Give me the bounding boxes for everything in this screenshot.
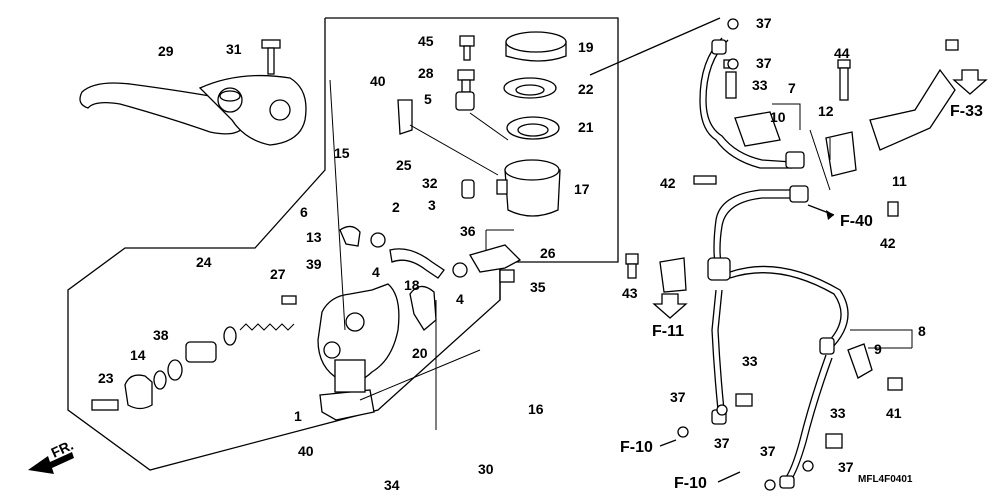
callout-42a: 42	[660, 175, 676, 191]
callout-37d: 37	[714, 435, 730, 451]
callout-7: 7	[788, 80, 796, 96]
callout-10: 10	[770, 109, 786, 125]
reservoir-tank	[496, 159, 561, 217]
callout-38: 38	[153, 327, 169, 343]
callout-40b: 40	[298, 443, 314, 459]
piston-assembly	[91, 295, 297, 411]
hose-joints	[707, 39, 835, 489]
ref-f33: F-33	[950, 103, 983, 120]
brake-hoses	[699, 37, 849, 483]
diaphragm	[506, 116, 560, 140]
callout-26: 26	[540, 245, 556, 261]
callout-37c: 37	[670, 389, 686, 405]
reservoir-cap	[505, 31, 567, 62]
callout-33b: 33	[742, 353, 758, 369]
ref-f11: F-11	[652, 323, 684, 340]
callout-44: 44	[834, 45, 850, 61]
callout-6: 6	[300, 204, 308, 220]
lever-pivot-bolt	[261, 39, 281, 75]
callout-40a: 40	[370, 73, 386, 89]
callout-37b: 37	[756, 55, 772, 71]
ref-arrow-f40	[807, 204, 835, 220]
callout-39: 39	[306, 256, 322, 272]
callout-3: 3	[428, 197, 436, 213]
callout-37e: 37	[760, 443, 776, 459]
callout-12: 12	[818, 103, 834, 119]
reservoir-stay	[397, 99, 522, 283]
callout-32: 32	[422, 175, 438, 191]
leader-lines-center	[329, 79, 514, 430]
callout-35: 35	[530, 279, 546, 295]
callout-34: 34	[384, 477, 400, 493]
callout-30: 30	[478, 461, 494, 477]
callout-29: 29	[158, 43, 174, 59]
front-arrow	[28, 452, 74, 474]
group-brackets	[772, 103, 913, 349]
callout-19: 19	[578, 39, 594, 55]
ref-arrow-f33	[952, 69, 988, 95]
callout-33c: 33	[830, 405, 846, 421]
callout-45: 45	[418, 33, 434, 49]
reservoir-bolt	[455, 35, 475, 111]
brake-lever	[79, 74, 307, 146]
ref-arrow-f10b	[717, 471, 741, 483]
ref-arrow-f10a	[659, 439, 677, 447]
assembly-outline	[67, 17, 721, 471]
callout-41: 41	[886, 405, 902, 421]
callout-36: 36	[460, 223, 476, 239]
callout-20: 20	[412, 345, 428, 361]
callout-42b: 42	[880, 235, 896, 251]
callout-28: 28	[418, 65, 434, 81]
callout-22: 22	[578, 81, 594, 97]
diaphragm-plate	[503, 77, 557, 99]
hose-and-clips	[339, 225, 468, 331]
callout-13: 13	[306, 229, 322, 245]
callout-9: 9	[874, 341, 882, 357]
brackets-right	[659, 68, 956, 379]
master-cylinder-body	[317, 283, 400, 421]
callout-18: 18	[404, 277, 420, 293]
callout-27: 27	[270, 266, 286, 282]
callout-25: 25	[396, 157, 412, 173]
diagram-code: MFL4F0401	[858, 474, 913, 485]
ref-f10a: F-10	[620, 439, 653, 456]
callout-15: 15	[334, 145, 350, 161]
callout-24: 24	[196, 254, 212, 270]
callout-21: 21	[578, 119, 594, 135]
ref-f40: F-40	[840, 213, 873, 230]
callout-2: 2	[392, 199, 400, 215]
bolts-and-washers-right	[625, 18, 959, 491]
ref-arrow-f11	[652, 293, 688, 319]
ref-f10b: F-10	[674, 475, 707, 492]
callout-31: 31	[226, 41, 242, 57]
callout-17: 17	[574, 181, 590, 197]
callout-1: 1	[294, 408, 302, 424]
callout-11: 11	[892, 173, 907, 189]
callout-16: 16	[528, 401, 544, 417]
callout-5: 5	[424, 91, 432, 107]
callout-37f: 37	[838, 459, 854, 475]
callout-37a: 37	[756, 15, 772, 31]
callout-labels: 29 31 45 19 28 22 40 5 21 15 25 32 17 6 …	[98, 15, 926, 493]
callout-43: 43	[622, 285, 638, 301]
callout-23: 23	[98, 370, 114, 386]
callout-8: 8	[918, 323, 926, 339]
callout-33a: 33	[752, 77, 768, 93]
callout-4a: 4	[372, 264, 380, 280]
ref-labels: F-33 F-40 F-11 F-10 F-10	[620, 103, 983, 492]
callout-14: 14	[130, 347, 146, 363]
callout-4b: 4	[456, 291, 464, 307]
